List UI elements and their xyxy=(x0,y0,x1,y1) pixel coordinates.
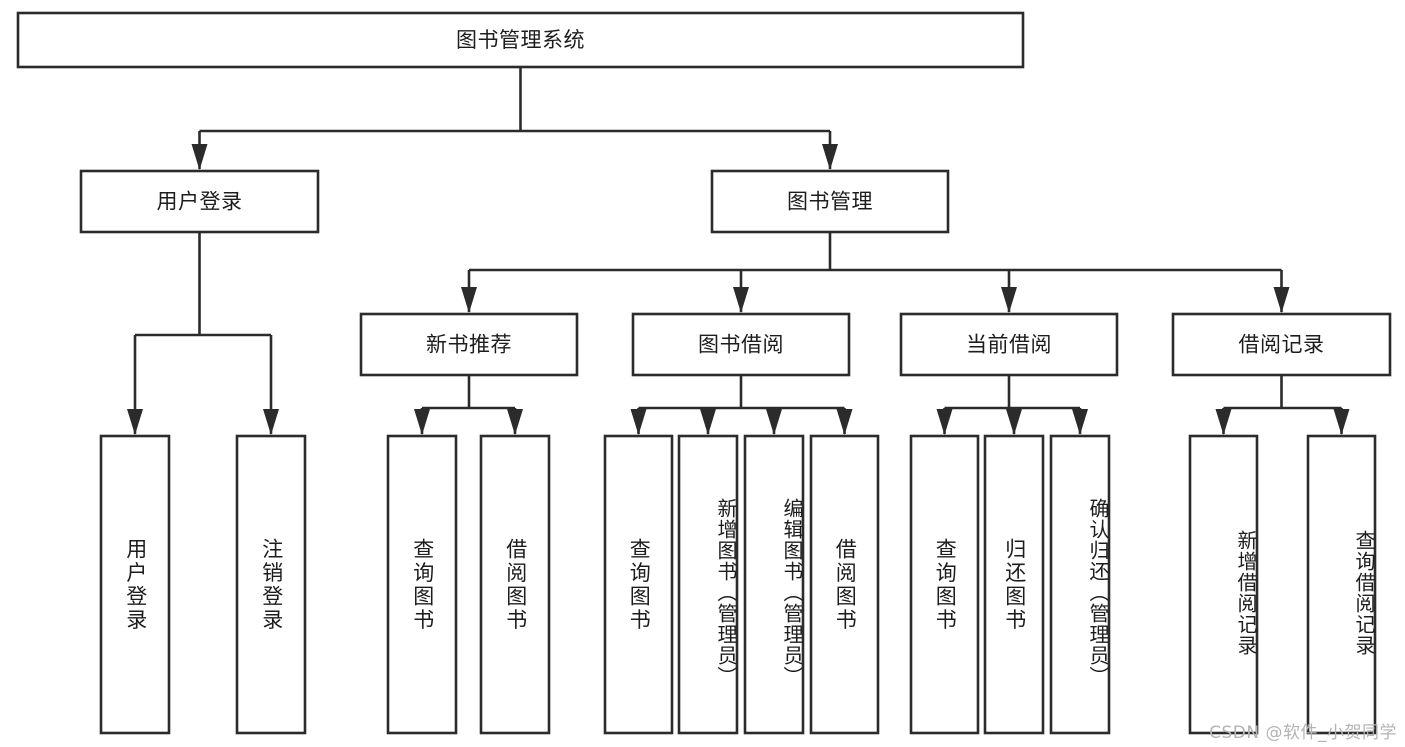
arrowhead-icon xyxy=(127,409,143,435)
leaf-node-9[interactable] xyxy=(983,434,1045,735)
arrowhead-icon xyxy=(822,144,838,170)
arrowhead-icon xyxy=(414,409,430,435)
level2-node-0[interactable] xyxy=(359,312,579,377)
arrowhead-icon xyxy=(836,409,853,435)
level2-node-label-0: 新书推荐 xyxy=(426,333,512,357)
arrowhead-icon xyxy=(1215,409,1232,435)
arrowhead-icon xyxy=(1006,409,1022,435)
leaf-node-3[interactable] xyxy=(479,434,551,735)
node-boxes xyxy=(16,11,1392,735)
leaf-node-8[interactable] xyxy=(909,434,980,735)
arrowhead-icon xyxy=(936,409,953,435)
arrowhead-icon xyxy=(507,409,523,435)
leaf-node-0[interactable] xyxy=(99,434,171,735)
level2-node-3[interactable] xyxy=(1171,312,1392,377)
arrowhead-icon xyxy=(1001,287,1017,313)
leaf-node-6[interactable] xyxy=(743,434,805,735)
leaf-node-12[interactable] xyxy=(1306,434,1377,735)
arrowhead-icon xyxy=(1333,409,1350,435)
watermark: CSDN @软件_小贺同学 xyxy=(1209,723,1397,743)
arrowhead-icon xyxy=(263,409,279,435)
arrowhead-icon xyxy=(191,144,208,170)
leaf-node-10[interactable] xyxy=(1049,434,1111,735)
level2-node-label-1: 图书借阅 xyxy=(698,333,784,357)
level1-node-label-1: 图书管理 xyxy=(787,190,873,214)
root-node-label: 图书管理系统 xyxy=(456,28,585,52)
level1-node-1[interactable] xyxy=(710,169,950,234)
arrowhead-icon xyxy=(461,287,477,313)
leaf-node-11[interactable] xyxy=(1188,434,1259,735)
node-%E5%9B%BE%E4%B9%A6%E7%AE%A1%E7%90%86%E7%B3%BB%E7%BB%9F-root[interactable] xyxy=(16,11,1025,69)
level2-node-1[interactable] xyxy=(631,312,851,377)
leaf-node-7[interactable] xyxy=(809,434,880,735)
leaf-node-4[interactable] xyxy=(603,434,674,735)
leaf-node-2[interactable] xyxy=(386,434,458,735)
leaf-node-5[interactable] xyxy=(677,434,739,735)
arrowhead-icon xyxy=(766,409,782,435)
level1-node-label-0: 用户登录 xyxy=(157,190,243,214)
arrowhead-icon xyxy=(733,287,749,313)
connector-lines xyxy=(127,67,1350,435)
arrowhead-icon xyxy=(1072,409,1088,435)
level2-node-label-2: 当前借阅 xyxy=(966,333,1052,357)
level2-node-label-3: 借阅记录 xyxy=(1239,333,1325,357)
arrowhead-icon xyxy=(630,409,647,435)
arrowhead-icon xyxy=(700,409,716,435)
level2-node-2[interactable] xyxy=(899,312,1119,377)
arrowhead-icon xyxy=(1273,287,1290,313)
level1-node-0[interactable] xyxy=(79,169,320,234)
leaf-node-1[interactable] xyxy=(235,434,307,735)
